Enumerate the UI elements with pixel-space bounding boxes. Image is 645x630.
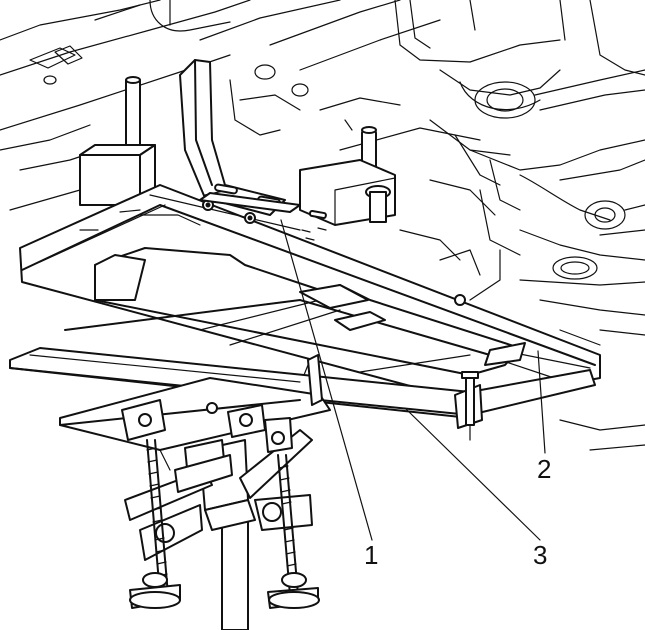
callout-1: 1: [364, 540, 379, 570]
mounting-bolt-right: [244, 212, 256, 224]
callout-2: 2: [537, 454, 552, 484]
vehicle-underbody: [0, 0, 645, 451]
transmission-jack: [121, 399, 320, 630]
mounting-bracket: [79, 59, 396, 226]
leader-line-1: [280, 219, 373, 541]
leader-line-3: [404, 407, 541, 541]
leader-lines: [280, 219, 546, 541]
callout-3: 3: [533, 540, 548, 570]
leader-line-2: [537, 350, 546, 454]
